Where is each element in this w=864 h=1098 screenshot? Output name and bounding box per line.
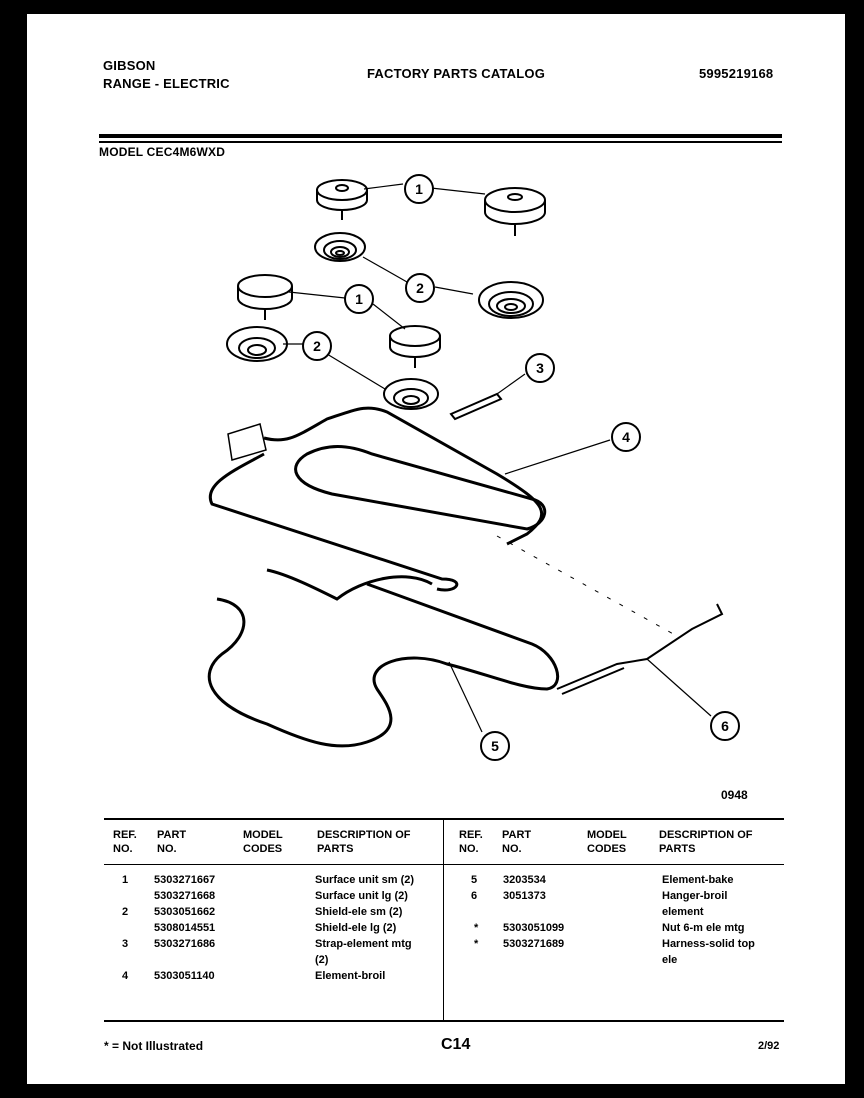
- row-desc: Strap-element mtg: [315, 938, 412, 950]
- row-part: 3051373: [503, 890, 546, 902]
- header-model-codes-right: MODEL CODES: [587, 829, 627, 855]
- row-desc: Shield-ele sm (2): [315, 906, 403, 918]
- surface-unit-mid-left: [237, 274, 293, 320]
- table-header-rule: [104, 864, 784, 865]
- row-ref: 5: [471, 874, 478, 886]
- figure-number: 0948: [721, 788, 748, 802]
- callout-2a: 2: [405, 273, 435, 303]
- header-part-no-right: PART NO.: [502, 829, 532, 855]
- row-desc: Shield-ele lg (2): [315, 922, 397, 934]
- surface-unit-small-top: [316, 179, 368, 220]
- row-desc: ele: [662, 954, 678, 966]
- table-bottom-rule: [104, 1020, 784, 1022]
- row-ref: *: [474, 922, 479, 934]
- revision-date: 2/92: [758, 1040, 780, 1052]
- row-desc: element: [662, 906, 704, 918]
- callout-2b: 2: [302, 331, 332, 361]
- catalog-number: 5995219168: [699, 66, 774, 81]
- callout-1a: 1: [404, 174, 434, 204]
- table-top-rule: [104, 818, 784, 820]
- row-desc: Element-bake: [662, 874, 734, 886]
- row-part: 5303271668: [154, 890, 216, 902]
- row-ref: *: [474, 938, 479, 950]
- row-part: 5303051140: [154, 970, 215, 982]
- bake-element: [207, 568, 560, 748]
- row-part: 5303271686: [154, 938, 216, 950]
- row-desc: Surface unit lg (2): [315, 890, 408, 902]
- surface-unit-large-top: [484, 187, 546, 236]
- row-part: 5303051662: [154, 906, 216, 918]
- header-model-codes: MODEL CODES: [243, 829, 283, 855]
- header-ref-no-right: REF. NO.: [459, 829, 483, 855]
- header-ref-no: REF. NO.: [113, 829, 137, 855]
- strap-mounting: [449, 392, 503, 421]
- catalog-title: FACTORY PARTS CATALOG: [367, 66, 546, 81]
- exploded-parts-diagram: [207, 179, 724, 748]
- row-ref: 2: [122, 906, 129, 918]
- catalog-page: GIBSON RANGE - ELECTRIC FACTORY PARTS CA…: [27, 14, 845, 1084]
- product-type: RANGE - ELECTRIC: [103, 76, 230, 91]
- brand-name: GIBSON: [103, 58, 156, 73]
- row-desc: Element-broil: [315, 970, 386, 982]
- row-desc: Hanger-broil: [662, 890, 728, 902]
- surface-unit-mid-right: [389, 325, 441, 368]
- row-part: 3203534: [503, 874, 546, 886]
- row-part: 5303271667: [154, 874, 216, 886]
- shield-pan-1: [314, 232, 366, 262]
- shield-pan-3: [226, 326, 288, 362]
- row-part: 5303051099: [503, 922, 565, 934]
- row-desc: (2): [315, 954, 329, 966]
- callout-5: 5: [480, 731, 510, 761]
- header-part-no: PART NO.: [157, 829, 187, 855]
- row-ref: 3: [122, 938, 129, 950]
- callout-6: 6: [710, 711, 740, 741]
- row-desc: Harness-solid top: [662, 938, 755, 950]
- callout-1b: 1: [344, 284, 374, 314]
- callout-3: 3: [525, 353, 555, 383]
- row-ref: 4: [122, 970, 129, 982]
- row-desc: Surface unit sm (2): [315, 874, 415, 886]
- header-rule: [99, 134, 782, 138]
- shield-pan-4: [383, 378, 439, 410]
- row-part: 5308014551: [154, 922, 216, 934]
- page-code: C14: [441, 1036, 471, 1053]
- row-ref: 6: [471, 890, 478, 902]
- row-ref: 1: [122, 874, 129, 886]
- model-label: MODEL CEC4M6WXD: [99, 145, 226, 159]
- shield-pan-2: [478, 281, 544, 319]
- header-description-right: DESCRIPTION OF PARTS: [659, 829, 753, 855]
- header-description: DESCRIPTION OF PARTS: [317, 829, 411, 855]
- broil-element: [208, 406, 546, 592]
- row-desc: Nut 6-m ele mtg: [662, 922, 745, 934]
- header-rule-thin: [99, 141, 782, 143]
- callout-4: 4: [611, 422, 641, 452]
- row-part: 5303271689: [503, 938, 565, 950]
- footnote-not-illustrated: * = Not Illustrated: [104, 1039, 204, 1053]
- table-divider: [443, 820, 444, 1020]
- hanger-bracket: [556, 603, 724, 695]
